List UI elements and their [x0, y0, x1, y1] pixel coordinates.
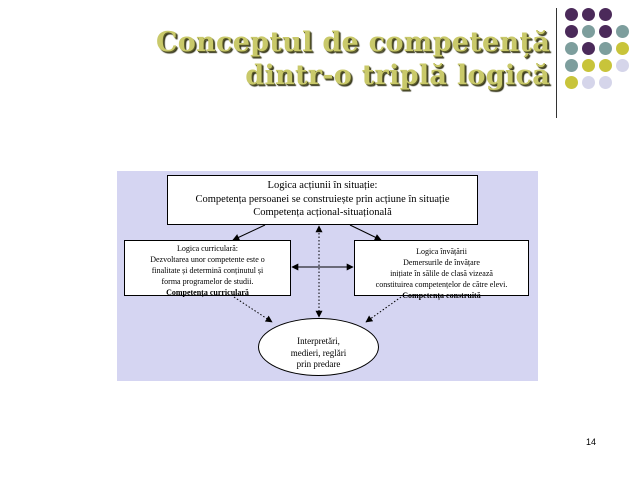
- slide-title-line-2: dintr-o triplă logică: [245, 60, 550, 91]
- arrow-top-to-left: [232, 224, 266, 241]
- dot-teal: [582, 25, 595, 38]
- dot-lavender: [599, 76, 612, 89]
- learning-logic-box: Logica învățării Demersurile de învățare…: [354, 240, 529, 300]
- dot-teal: [616, 25, 629, 38]
- action-logic-competence: Competența acțional-situațională: [253, 207, 392, 218]
- dot-purple: [565, 8, 578, 21]
- dot-purple: [599, 8, 612, 21]
- learning-logic-text-3: constituirea competențelor de către elev…: [375, 280, 508, 289]
- learning-logic-heading: Logica învățării: [416, 247, 467, 256]
- learning-logic-text-2: inițiate în sălile de clasă vizează: [390, 269, 493, 278]
- curricular-logic-heading: Logica curriculară:: [176, 244, 239, 253]
- ellipse-line-3: prin predare: [296, 359, 341, 369]
- constructed-competence: Competența construită: [402, 291, 481, 300]
- curricular-logic-text-1: Dezvoltarea unor competente este o: [150, 255, 265, 264]
- curricular-logic-text-2: finalitate și determină conținutul și: [151, 266, 264, 275]
- dot-purple: [582, 42, 595, 55]
- arrow-top-to-right: [349, 224, 382, 241]
- curricular-logic-box: Logica curriculară: Dezvoltarea unor com…: [124, 240, 291, 297]
- teaching-mediation-ellipse: Interpretări, medieri, reglări prin pred…: [258, 318, 379, 376]
- ellipse-line-2: medieri, reglări: [290, 347, 347, 358]
- decorative-dot-grid: [565, 8, 633, 93]
- page-number: 14: [586, 437, 597, 447]
- learning-logic-text-1: Demersurile de învățare: [403, 258, 480, 267]
- dot-olive: [616, 42, 629, 55]
- slide-title-line-1: Conceptul de competență: [155, 27, 550, 58]
- action-logic-heading: Logica acțiunii în situație:: [267, 180, 378, 191]
- decorative-divider: [556, 8, 557, 118]
- ellipse-line-1: Interpretări,: [297, 336, 340, 346]
- dot-purple: [599, 25, 612, 38]
- dot-purple: [582, 8, 595, 21]
- dot-teal: [565, 59, 578, 72]
- dot-lavender: [616, 59, 629, 72]
- dot-olive: [599, 59, 612, 72]
- action-logic-box: Logica acțiunii în situație: Competența …: [167, 175, 478, 225]
- dot-teal: [599, 42, 612, 55]
- dot-olive: [565, 76, 578, 89]
- arrow-right-to-ellipse: [365, 296, 402, 323]
- dot-purple: [565, 25, 578, 38]
- dot-teal: [565, 42, 578, 55]
- slide-title: Conceptul de competență dintr-o triplă l…: [156, 26, 550, 92]
- dot-olive: [582, 59, 595, 72]
- curricular-competence: Competența curriculară: [166, 288, 249, 297]
- dot-lavender: [582, 76, 595, 89]
- arrow-left-to-ellipse: [233, 296, 273, 323]
- curricular-logic-text-3: forma programelor de studii.: [161, 277, 254, 286]
- action-logic-text: Competența persoanei se construiește pri…: [195, 193, 450, 205]
